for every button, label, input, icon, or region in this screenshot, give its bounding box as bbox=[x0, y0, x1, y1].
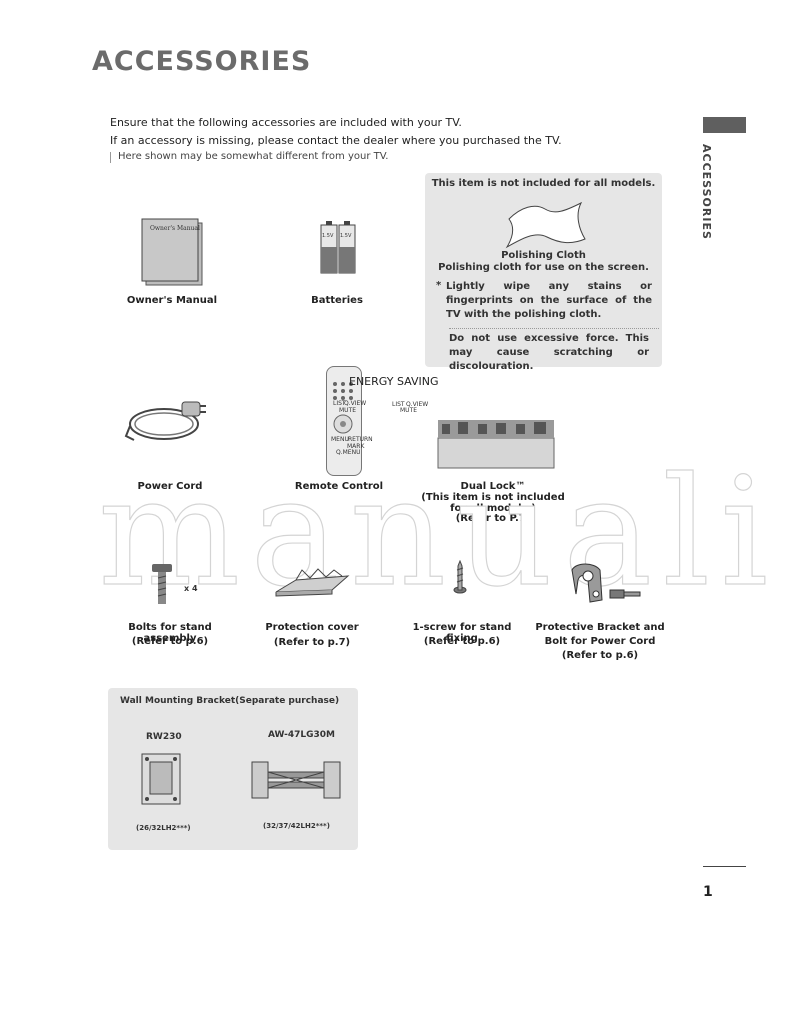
bracket-ref: (Refer to p.6) bbox=[561, 650, 639, 661]
bracket-label-1: Protective Bracket and bbox=[535, 622, 665, 633]
bullet-marker: * bbox=[436, 280, 442, 291]
manual-cover-text: Owner's Manual bbox=[150, 225, 200, 232]
wall-mount-sizes-1: (26/32LH2***) bbox=[136, 824, 191, 832]
dual-lock-label: Dual Lock™ bbox=[460, 481, 526, 492]
aw-47lg30m-bracket-icon bbox=[251, 761, 341, 799]
wall-mount-model-1: RW230 bbox=[146, 732, 182, 742]
watermark: manuali bbox=[97, 446, 779, 620]
remote-return-label: RETURN bbox=[348, 436, 373, 443]
remote-control-label: Remote Control bbox=[294, 481, 384, 492]
protection-cover-label: Protection cover bbox=[265, 622, 359, 633]
remote-menu-label: MENU bbox=[331, 436, 349, 443]
protection-cover-ref: (Refer to p.7) bbox=[273, 637, 351, 648]
footer-rule bbox=[703, 866, 746, 867]
screw-label: 1-screw for stand fixing bbox=[412, 622, 512, 644]
remote-mute-callout: MUTE bbox=[400, 407, 418, 414]
wall-mount-model-2: AW-47LG30M bbox=[268, 730, 335, 740]
box-header: This item is not included for all models… bbox=[431, 178, 656, 189]
owners-manual-icon bbox=[141, 218, 203, 286]
remote-mute-label: MUTE bbox=[339, 407, 357, 414]
note-bar bbox=[110, 152, 111, 163]
polishing-cloth-box: This item is not included for all models… bbox=[425, 173, 662, 372]
remote-list-callout: LIST bbox=[392, 401, 405, 408]
battery-label-2: 1.5V bbox=[340, 233, 352, 239]
screw-ref: (Refer to p.6) bbox=[423, 636, 501, 647]
intro-line-2: If an accessory is missing, please conta… bbox=[110, 134, 562, 147]
owners-manual-label: Owner's Manual bbox=[126, 295, 218, 306]
polishing-cloth-title: Polishing Cloth bbox=[501, 250, 586, 261]
protective-bracket-icon bbox=[571, 563, 641, 603]
bolts-label: Bolts for stand assembly bbox=[128, 622, 212, 644]
bullet-text: Lightly wipe any stains or fingerprints … bbox=[446, 281, 652, 320]
wall-mounting-box: Wall Mounting Bracket(Separate purchase)… bbox=[108, 688, 358, 850]
intro-line-1: Ensure that the following accessories ar… bbox=[110, 116, 462, 129]
batteries-icon bbox=[320, 221, 356, 274]
wall-mount-sizes-2: (32/37/42LH2***) bbox=[263, 822, 330, 830]
bolts-quantity: x 4 bbox=[184, 584, 198, 593]
section-tab-marker bbox=[703, 117, 746, 133]
energy-saving-label: ENERGY SAVING bbox=[349, 375, 439, 388]
side-section-label: ACCESSORIES bbox=[700, 144, 713, 240]
power-cord-icon bbox=[124, 401, 206, 441]
remote-qmenu-label: Q.MENU bbox=[336, 449, 361, 456]
bracket-label-2: Bolt for Power Cord bbox=[544, 636, 656, 647]
protection-cover-icon bbox=[275, 568, 350, 597]
bolts-ref: (Refer to p.6) bbox=[131, 636, 209, 647]
screw-icon bbox=[453, 560, 467, 594]
divider bbox=[449, 328, 659, 329]
remote-mark-label: MARK bbox=[347, 443, 365, 450]
remote-list-label: LIST bbox=[333, 400, 346, 407]
intro-note: Here shown may be somewhat different fro… bbox=[118, 151, 389, 162]
bolt-icon bbox=[152, 564, 172, 604]
remote-nav-icon bbox=[333, 414, 353, 434]
page-number: 1 bbox=[703, 884, 713, 900]
wall-mount-title: Wall Mounting Bracket(Separate purchase) bbox=[120, 696, 340, 706]
power-cord-label: Power Cord bbox=[137, 481, 203, 492]
battery-label-1: 1.5V bbox=[322, 233, 334, 239]
dual-lock-note-1: (This item is not included bbox=[421, 492, 565, 503]
dual-lock-icon bbox=[437, 420, 555, 469]
dual-lock-note-2: for all models.) bbox=[450, 503, 536, 514]
remote-keypad-icon bbox=[333, 382, 353, 400]
remote-qview-callout: Q.VIEW bbox=[406, 401, 429, 408]
batteries-label: Batteries bbox=[311, 295, 363, 306]
polishing-cloth-desc: Polishing cloth for use on the screen. bbox=[438, 262, 649, 273]
warning-text: Do not use excessive force. This may cau… bbox=[449, 333, 649, 372]
rw230-bracket-icon bbox=[141, 753, 181, 805]
page-title: ACCESSORIES bbox=[92, 46, 312, 77]
polishing-cloth-icon bbox=[505, 201, 586, 249]
dual-lock-ref: (Refer to P.7) bbox=[455, 513, 531, 524]
remote-qview-label: Q.VIEW bbox=[344, 400, 367, 407]
